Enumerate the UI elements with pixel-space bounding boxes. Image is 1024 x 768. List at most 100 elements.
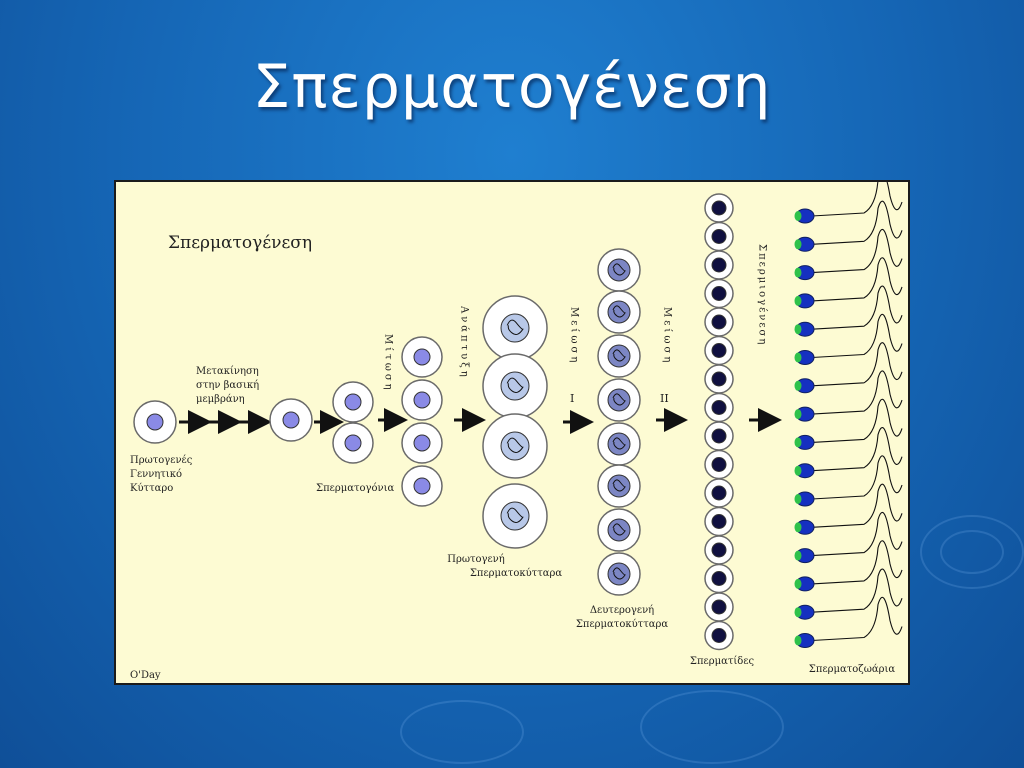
primary-spermatocyte-chromatin bbox=[506, 377, 524, 393]
sperm-tail bbox=[811, 313, 903, 359]
dividing-spermatogonium-nucleus bbox=[413, 434, 431, 452]
spermatid-nucleus bbox=[711, 200, 727, 216]
water-ripple-decoration bbox=[640, 690, 784, 764]
primary-spermatocyte-nucleus bbox=[500, 313, 530, 343]
primary-spermatocyte-nucleus bbox=[500, 501, 530, 531]
secondary-spermatocyte-nucleus bbox=[607, 562, 631, 586]
primordial-label-3: Κύτταρο bbox=[130, 483, 173, 494]
primary-spermatocyte-chromatin bbox=[506, 319, 524, 335]
sperm-acrosome bbox=[794, 494, 802, 504]
sperm-acrosome bbox=[794, 324, 802, 335]
spermatid-nucleus bbox=[711, 229, 727, 244]
migration-label-1: Μετακίνηση bbox=[196, 366, 259, 377]
primordial-label-1: Πρωτογενές bbox=[130, 455, 193, 466]
figure-credit: O'Day bbox=[130, 670, 161, 681]
sperm-acrosome bbox=[794, 465, 802, 476]
sperm-tail bbox=[811, 455, 903, 500]
secondary-spermatocyte-nucleus bbox=[607, 388, 631, 412]
spermatid-nucleus bbox=[711, 257, 727, 273]
secondary-spermatocyte-nucleus bbox=[607, 258, 631, 282]
sperm-acrosome bbox=[794, 380, 802, 391]
step-meiosis1-numeral: I bbox=[570, 392, 574, 405]
secondary-spermatocyte-nucleus bbox=[607, 300, 631, 324]
secondary-spermatocyte-chromatin bbox=[612, 479, 626, 492]
spermatid-nucleus bbox=[711, 542, 727, 558]
primordial-germ-cell-nucleus bbox=[146, 413, 164, 431]
secondary-spermatocyte-nucleus bbox=[607, 344, 631, 368]
spermatogonium-nucleus bbox=[344, 393, 362, 411]
primary-spermatocyte-nucleus bbox=[500, 431, 530, 461]
spermatogonium-nucleus bbox=[344, 434, 362, 452]
sperm-tail bbox=[811, 596, 903, 642]
secondary-label-1: Δευτερογενή bbox=[590, 605, 654, 616]
spermatid-nucleus bbox=[711, 343, 727, 358]
sperm-tail bbox=[811, 568, 903, 613]
secondary-spermatocyte-chromatin bbox=[612, 263, 626, 276]
slide-title: Σπερματογένεση bbox=[252, 52, 772, 122]
sperm-acrosome bbox=[794, 211, 802, 221]
step-meiosis1-label: Μείωση bbox=[569, 307, 580, 365]
secondary-spermatocyte-chromatin bbox=[612, 437, 626, 450]
dividing-spermatogonium-nucleus bbox=[413, 477, 431, 495]
sperm-tail bbox=[811, 540, 903, 585]
sperm-acrosome bbox=[794, 437, 802, 448]
secondary-spermatocyte-nucleus bbox=[607, 432, 631, 456]
sperm-tail bbox=[811, 342, 903, 387]
spermatid-nucleus bbox=[711, 371, 727, 387]
sperm-acrosome bbox=[794, 607, 802, 618]
sperm-acrosome bbox=[794, 635, 802, 646]
spermatid-nucleus bbox=[711, 599, 727, 615]
sperm-acrosome bbox=[794, 352, 802, 363]
sperm-tail bbox=[811, 370, 903, 415]
cell-drawings bbox=[133, 182, 903, 651]
step-mitosis-label: Μίτωση bbox=[383, 334, 394, 393]
spermatozoa-label: Σπερματοζωάρια bbox=[809, 664, 896, 675]
spermatid-nucleus bbox=[711, 314, 727, 330]
spermatid-nucleus bbox=[711, 514, 727, 529]
sperm-tail bbox=[811, 483, 903, 528]
primary-label-1: Πρωτογενή bbox=[447, 554, 505, 565]
step-meiosis2-label: Μείωση bbox=[662, 307, 673, 365]
primary-spermatocyte-nucleus bbox=[500, 371, 530, 401]
figure-title: Σπερματογένεση bbox=[168, 233, 312, 253]
sperm-tail bbox=[811, 398, 903, 443]
sperm-tail bbox=[811, 200, 903, 245]
sperm-acrosome bbox=[794, 239, 802, 250]
spermatid-nucleus bbox=[711, 571, 727, 586]
spermatogenesis-diagram: Σπερματογένεση O'Day Μετακίνηση στην βασ… bbox=[130, 182, 903, 681]
spermatid-nucleus bbox=[711, 400, 727, 415]
spermatid-nucleus bbox=[711, 628, 727, 643]
step-growth-label: Ανάπτυξη bbox=[459, 305, 470, 380]
spermatid-nucleus bbox=[711, 485, 727, 501]
spermatogenesis-figure: Σπερματογένεση O'Day Μετακίνηση στην βασ… bbox=[114, 180, 910, 685]
sperm-acrosome bbox=[794, 578, 802, 589]
spermatid-nucleus bbox=[711, 428, 727, 444]
sperm-tail bbox=[811, 285, 903, 330]
spermatogonia-label: Σπερματογόνια bbox=[316, 483, 395, 494]
step-spermiogenesis-label: Σπερμιογένεση bbox=[757, 244, 768, 346]
secondary-spermatocyte-chromatin bbox=[612, 567, 626, 580]
migration-label-3: μεμβράνη bbox=[196, 394, 245, 405]
secondary-spermatocyte-chromatin bbox=[612, 349, 626, 362]
sperm-acrosome bbox=[794, 409, 802, 420]
secondary-spermatocyte-nucleus bbox=[607, 474, 631, 498]
secondary-spermatocyte-nucleus bbox=[607, 518, 631, 542]
spermatid-nucleus bbox=[711, 457, 727, 472]
sperm-tail bbox=[811, 257, 903, 302]
primordial-label-2: Γεννητικό bbox=[130, 469, 182, 480]
sperm-acrosome bbox=[794, 550, 802, 561]
spermatid-nucleus bbox=[711, 286, 727, 301]
dividing-spermatogonium-nucleus bbox=[413, 348, 431, 366]
sperm-acrosome bbox=[794, 295, 802, 306]
sperm-acrosome bbox=[794, 267, 802, 278]
sperm-tail bbox=[811, 182, 903, 217]
step-meiosis2-numeral: II bbox=[660, 392, 669, 405]
secondary-spermatocyte-chromatin bbox=[612, 393, 626, 406]
water-ripple-decoration bbox=[400, 700, 524, 764]
primary-label-2: Σπερματοκύτταρα bbox=[470, 568, 563, 579]
primary-spermatocyte-chromatin bbox=[506, 437, 524, 453]
migrated-germ-cell-nucleus bbox=[282, 411, 300, 429]
primary-spermatocyte-chromatin bbox=[506, 507, 524, 523]
water-ripple-decoration bbox=[920, 515, 1024, 589]
secondary-spermatocyte-chromatin bbox=[612, 305, 626, 318]
